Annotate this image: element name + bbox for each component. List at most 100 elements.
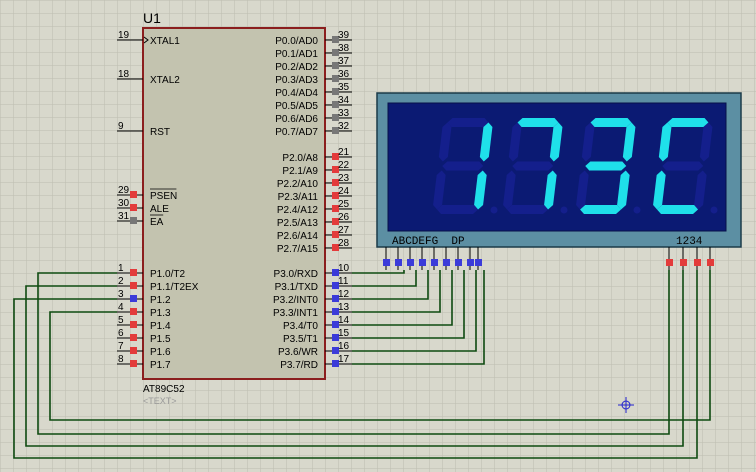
pin-number: 37 bbox=[338, 56, 350, 67]
pin-number: 29 bbox=[118, 185, 130, 196]
pin-label: P1.2 bbox=[150, 295, 171, 306]
microcontroller-u1[interactable]: U1 AT89C52 <TEXT> 19XTAL118XTAL29RST29PS… bbox=[117, 10, 352, 406]
segment-b bbox=[699, 122, 713, 162]
pin-label: P2.2/A10 bbox=[277, 179, 319, 190]
segment-pin[interactable] bbox=[383, 247, 390, 270]
segment-pin[interactable] bbox=[431, 247, 438, 270]
cursor-crosshair-icon bbox=[618, 397, 634, 413]
segment-d bbox=[657, 205, 699, 214]
chip-right-pins: 39P0.0/AD038P0.1/AD137P0.2/AD236P0.3/AD3… bbox=[273, 30, 352, 371]
segment-b bbox=[549, 122, 563, 162]
chip-pin-5[interactable]: 5P1.4 bbox=[117, 315, 171, 332]
chip-pin-3[interactable]: 3P1.2 bbox=[117, 289, 171, 306]
pin-number: 14 bbox=[338, 315, 350, 326]
segment-pin[interactable] bbox=[419, 247, 426, 270]
pin-label: XTAL1 bbox=[150, 36, 180, 47]
pin-label: XTAL2 bbox=[150, 75, 180, 86]
digit-pin[interactable] bbox=[694, 247, 701, 270]
pin-label: P0.7/AD7 bbox=[275, 127, 318, 138]
pin-number: 31 bbox=[118, 211, 130, 222]
chip-pin-7[interactable]: 7P1.6 bbox=[117, 341, 171, 358]
digit-pin[interactable] bbox=[680, 247, 687, 270]
segment-pin[interactable] bbox=[395, 247, 402, 270]
pin-number: 22 bbox=[338, 160, 350, 171]
segment-dp bbox=[710, 206, 718, 214]
digit-pin[interactable] bbox=[707, 247, 714, 270]
segment-a bbox=[667, 118, 709, 127]
chip-pin-2[interactable]: 2P1.1/T2EX bbox=[117, 276, 199, 293]
segment-b bbox=[622, 122, 636, 162]
segment-pin[interactable] bbox=[475, 247, 482, 270]
pin-label: P1.4 bbox=[150, 321, 171, 332]
segment-pin[interactable] bbox=[467, 247, 474, 270]
pin-number: 26 bbox=[338, 212, 350, 223]
segment-c bbox=[694, 170, 707, 210]
pin-number: 32 bbox=[338, 121, 350, 132]
segment-pin[interactable] bbox=[443, 247, 450, 270]
seven-segment-display[interactable]: ABCDEFG DP 1234 bbox=[376, 92, 742, 270]
chip-pin-4[interactable]: 4P1.3 bbox=[117, 302, 171, 319]
pin-number: 5 bbox=[118, 315, 124, 326]
segment-dp bbox=[490, 206, 498, 214]
pin-number: 28 bbox=[338, 238, 350, 249]
pin-number: 12 bbox=[338, 289, 350, 300]
segment-pin[interactable] bbox=[407, 247, 414, 270]
pin-number: 39 bbox=[338, 30, 350, 41]
pin-number: 6 bbox=[118, 328, 124, 339]
pin-number: 34 bbox=[338, 95, 350, 106]
segment-f bbox=[581, 122, 595, 162]
pin-number: 18 bbox=[118, 69, 130, 80]
segment-f bbox=[658, 122, 672, 162]
segment-d bbox=[580, 205, 622, 214]
pin-label: P3.1/TXD bbox=[275, 282, 318, 293]
segment-c bbox=[474, 170, 487, 210]
pin-label: P3.4/T0 bbox=[283, 321, 318, 332]
chip-pin-8[interactable]: 8P1.7 bbox=[117, 354, 171, 371]
pin-label: P1.3 bbox=[150, 308, 171, 319]
pin-number: 4 bbox=[118, 302, 124, 313]
pin-label: P0.2/AD2 bbox=[275, 62, 318, 73]
segment-dp bbox=[633, 206, 641, 214]
pin-label: P1.7 bbox=[150, 360, 171, 371]
pin-number: 3 bbox=[118, 289, 124, 300]
digit-pin[interactable] bbox=[666, 247, 673, 270]
segment-a bbox=[517, 118, 559, 127]
chip-pin-1[interactable]: 1P1.0/T2 bbox=[117, 263, 185, 280]
wires bbox=[13, 270, 711, 459]
chip-pin-6[interactable]: 6P1.5 bbox=[117, 328, 171, 345]
segment-g bbox=[662, 161, 704, 171]
segment-pin[interactable] bbox=[455, 247, 462, 270]
segment-f bbox=[438, 122, 452, 162]
